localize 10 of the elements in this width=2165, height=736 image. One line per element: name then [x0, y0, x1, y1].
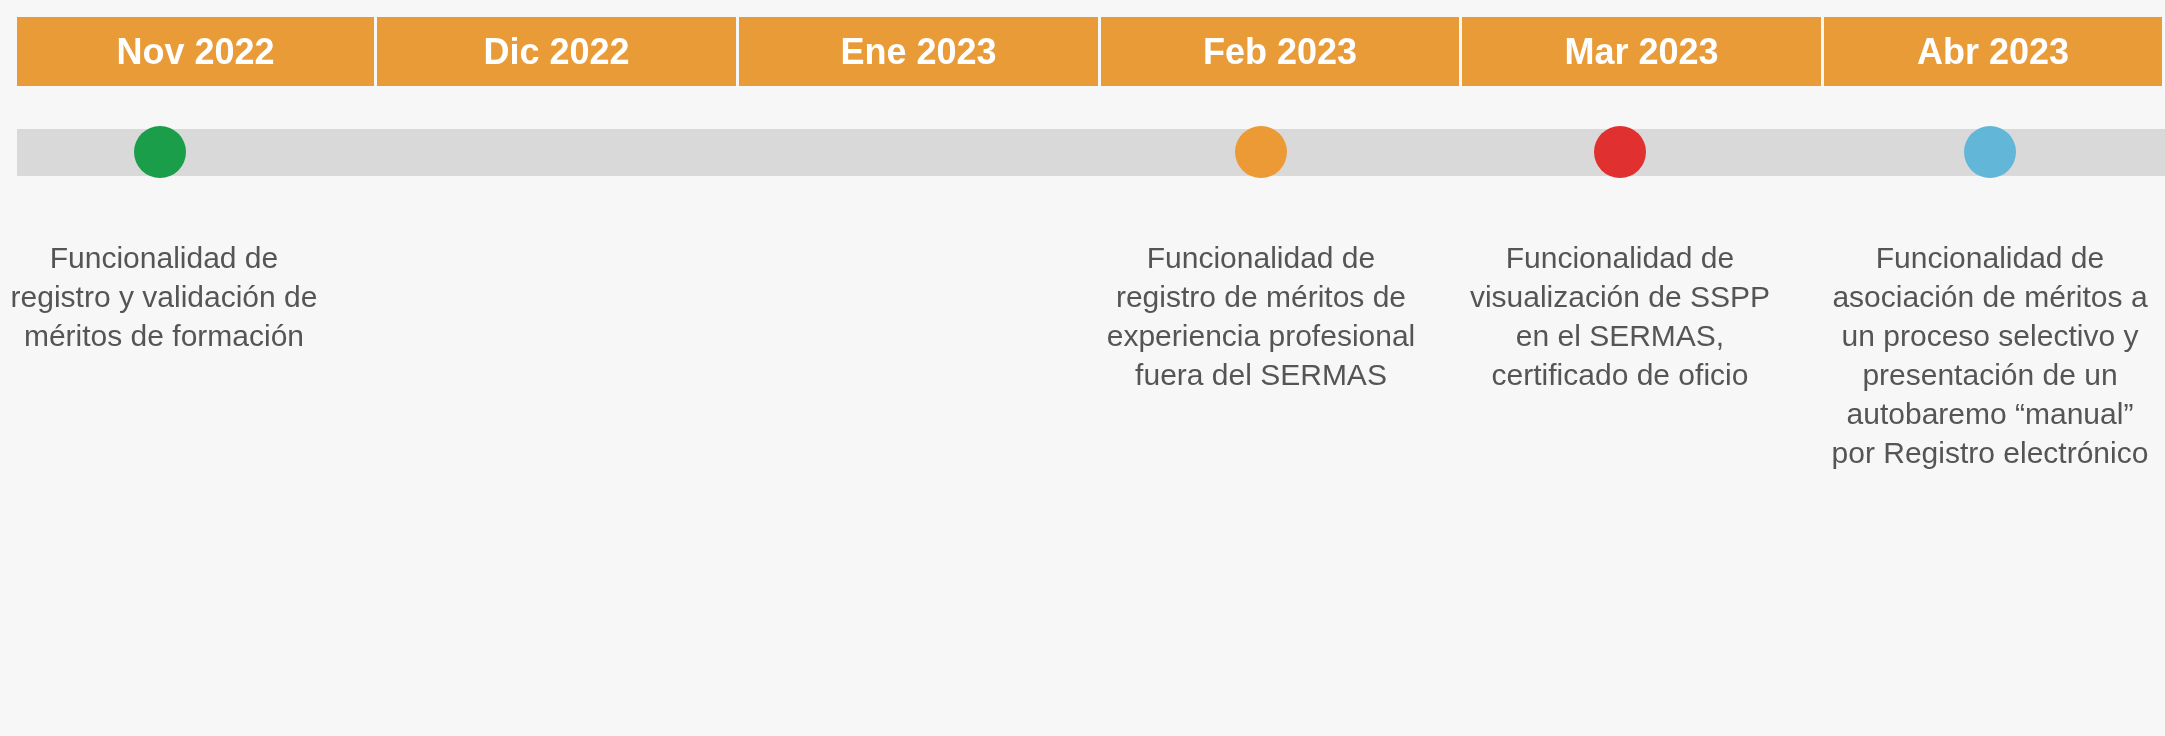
milestone-description: Funcionalidad de registro y validación de méritos de formación: [9, 240, 319, 354]
month-header: Nov 2022: [17, 17, 374, 86]
month-header: Mar 2023: [1462, 17, 1821, 86]
milestone-description: Funcionalidad de asociación de méritos a un proceso selectivo y presentación de un autobaremo “manual” por Registro electrónico: [1830, 240, 2150, 471]
month-header: Dic 2022: [377, 17, 736, 86]
milestone-description: Funcionalidad de registro de méritos de experiencia profesional fuera del SERMAS: [1105, 240, 1417, 393]
month-header: Ene 2023: [739, 17, 1098, 86]
milestone-description: Funcionalidad de visualización de SSPP en el SERMAS, certificado de oficio: [1468, 240, 1772, 393]
month-header: Feb 2023: [1101, 17, 1459, 86]
month-header: Abr 2023: [1824, 17, 2162, 86]
